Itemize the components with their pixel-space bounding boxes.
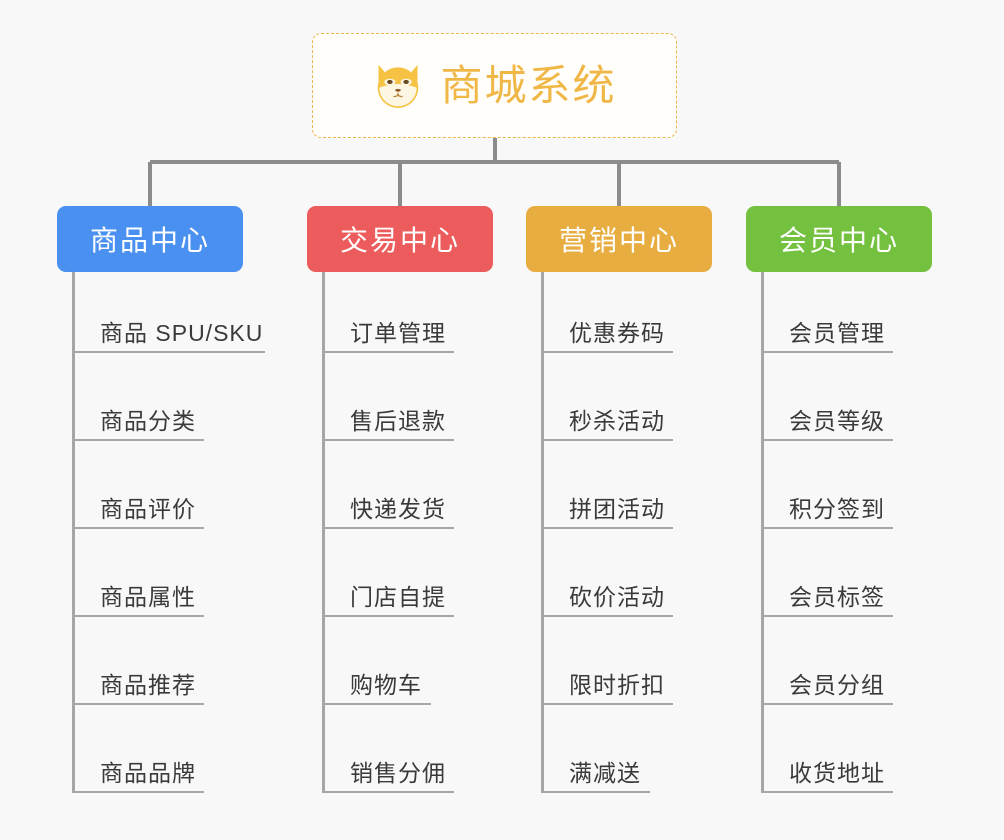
leaf-underline (322, 791, 454, 793)
category-label: 会员中心 (778, 225, 899, 256)
leaf-underline (72, 351, 265, 353)
leaf-spine (322, 272, 325, 793)
leaf-label: 门店自提 (350, 584, 446, 610)
leaf-underline (541, 703, 673, 705)
leaf-label: 商品评价 (100, 496, 196, 522)
leaf-label: 商品 SPU/SKU (100, 320, 264, 346)
leaf-label: 限时折扣 (569, 672, 665, 698)
leaf-underline (541, 351, 673, 353)
leaf-underline (761, 791, 893, 793)
category-node[interactable]: 会员中心 (746, 206, 932, 272)
leaf-underline (541, 439, 673, 441)
leaf-underline (72, 615, 204, 617)
leaf-spine (761, 272, 764, 793)
leaf-underline (72, 791, 204, 793)
leaf-label: 订单管理 (350, 320, 446, 346)
leaf-label: 商品分类 (100, 408, 196, 434)
leaf-label: 满减送 (569, 760, 641, 786)
leaf-label: 会员等级 (789, 408, 885, 434)
category-node[interactable]: 交易中心 (307, 206, 493, 272)
leaf-label: 收货地址 (789, 760, 885, 786)
leaf-label: 会员分组 (789, 672, 885, 698)
leaf-label: 快递发货 (350, 496, 446, 522)
leaf-label: 砍价活动 (569, 584, 665, 610)
leaf-label: 会员管理 (789, 320, 885, 346)
leaf-label: 购物车 (350, 672, 422, 698)
category-label: 商品中心 (89, 225, 210, 256)
leaf-label: 商品属性 (100, 584, 196, 610)
leaf-underline (541, 791, 650, 793)
leaf-label: 销售分佣 (350, 760, 446, 786)
leaf-underline (72, 703, 204, 705)
category-label: 营销中心 (558, 225, 679, 256)
leaf-label: 售后退款 (350, 408, 446, 434)
leaf-underline (541, 527, 673, 529)
shiba-dog-face-icon (378, 64, 419, 108)
leaf-label: 会员标签 (789, 584, 885, 610)
leaf-spine (541, 272, 544, 793)
root-title: 商城系统 (440, 61, 617, 109)
leaf-underline (541, 615, 673, 617)
leaf-label: 秒杀活动 (569, 408, 665, 434)
leaf-underline (761, 351, 893, 353)
leaf-underline (761, 527, 893, 529)
leaf-label: 拼团活动 (569, 496, 665, 522)
leaf-underline (72, 439, 204, 441)
leaf-label: 商品推荐 (100, 672, 196, 698)
leaf-underline (761, 703, 893, 705)
leaf-label: 积分签到 (789, 496, 885, 522)
leaf-underline (72, 527, 204, 529)
leaf-underline (322, 527, 454, 529)
leaf-underline (322, 351, 454, 353)
leaf-underline (761, 615, 893, 617)
leaf-label: 优惠券码 (569, 320, 665, 346)
leaf-underline (322, 703, 431, 705)
category-node[interactable]: 商品中心 (57, 206, 243, 272)
leaf-label: 商品品牌 (100, 760, 196, 786)
leaf-underline (761, 439, 893, 441)
root-node[interactable]: 商城系统 (312, 33, 677, 138)
leaf-underline (322, 615, 454, 617)
category-node[interactable]: 营销中心 (526, 206, 712, 272)
leaf-spine (72, 272, 75, 793)
category-label: 交易中心 (339, 225, 460, 256)
leaf-underline (322, 439, 454, 441)
